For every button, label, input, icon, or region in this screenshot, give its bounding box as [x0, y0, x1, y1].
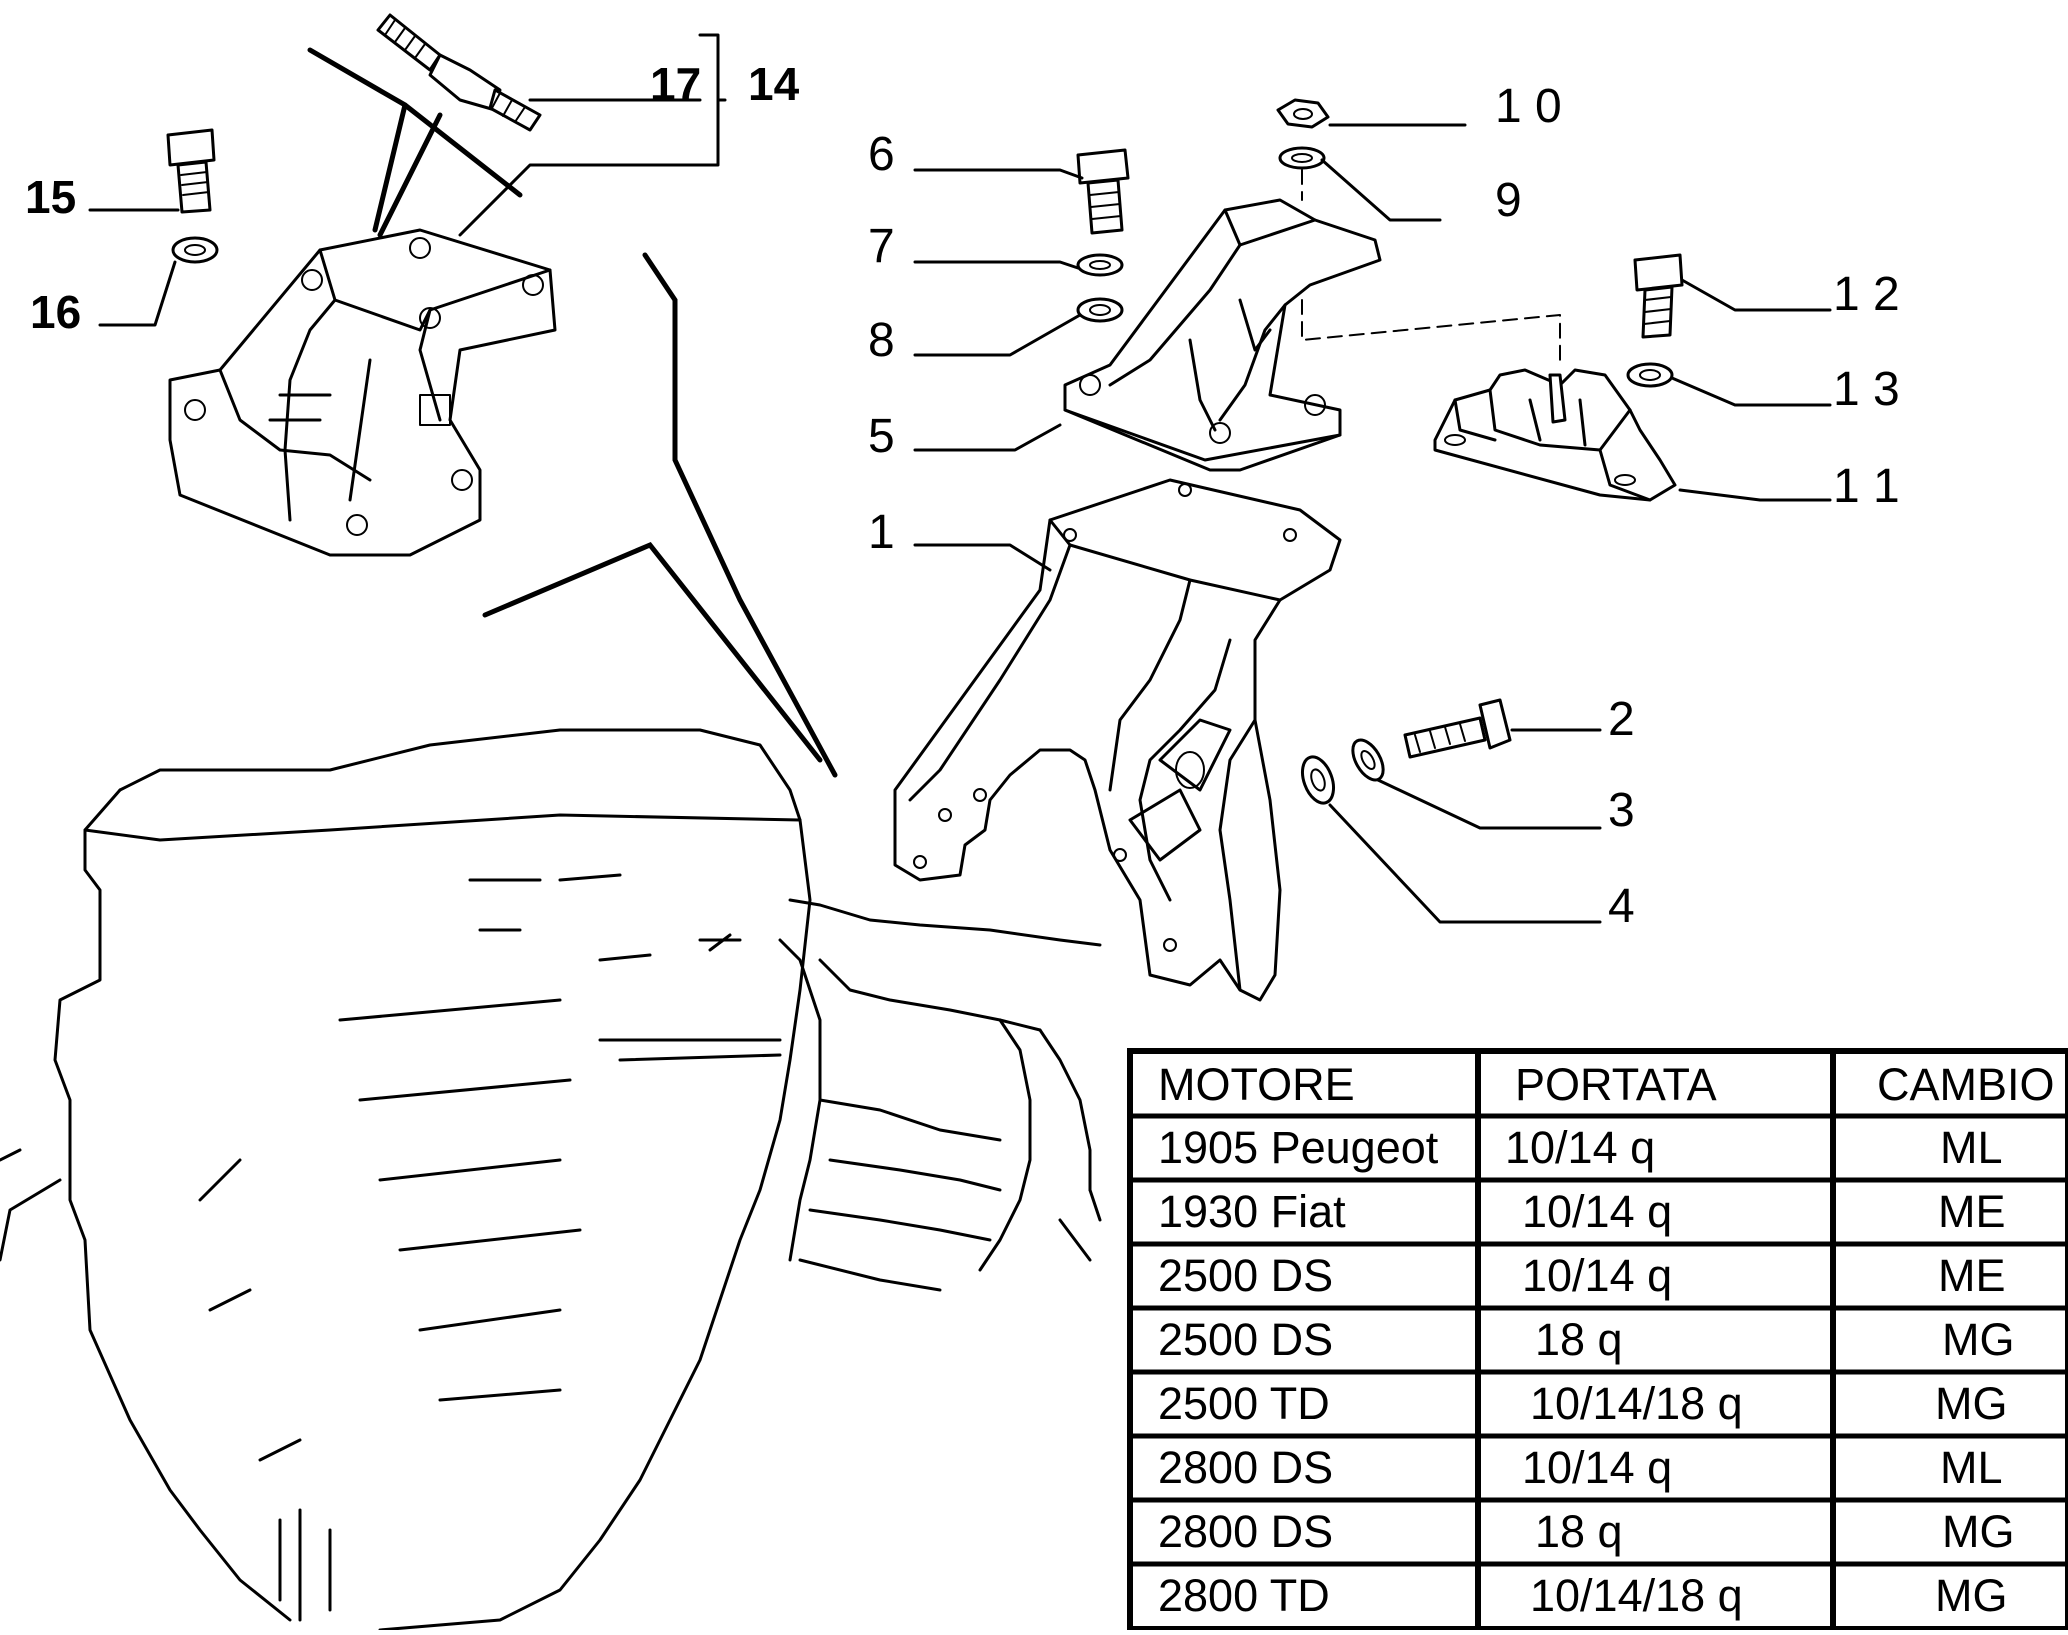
row-5-portata: 10/14/18 q: [1530, 1378, 1743, 1429]
callout-11: 1 1: [1833, 460, 1900, 513]
callout-12: 1 2: [1833, 268, 1900, 321]
callout-5: 5: [868, 410, 895, 463]
row-4-cambio: MG: [1942, 1314, 2015, 1365]
lock-washer-13: [1626, 362, 1674, 388]
bolt-12: [1633, 253, 1684, 339]
row-6-motore: 2800 DS: [1158, 1442, 1333, 1493]
callout-14: 14: [748, 58, 800, 110]
row-7-portata: 18 q: [1535, 1506, 1623, 1557]
lock-washer-16: [171, 236, 219, 264]
header-motore: MOTORE: [1158, 1059, 1355, 1110]
row-3-portata: 10/14 q: [1522, 1250, 1672, 1301]
stud-17: [376, 13, 542, 132]
row-6-cambio: ML: [1940, 1442, 2003, 1493]
washer-9: [1278, 146, 1326, 170]
row-8-cambio: MG: [1935, 1570, 2008, 1621]
row-7-cambio: MG: [1942, 1506, 2015, 1557]
lock-washer-3: [1351, 738, 1385, 782]
row-1-cambio: ML: [1940, 1122, 2003, 1173]
row-4-portata: 18 q: [1535, 1314, 1623, 1365]
callout-1: 1: [868, 506, 895, 559]
bolt-15: [166, 128, 216, 214]
callout-8: 8: [868, 314, 895, 367]
callout-9: 9: [1495, 174, 1522, 227]
callout-17: 17: [650, 58, 701, 110]
callout-16: 16: [30, 286, 81, 338]
row-1-portata: 10/14 q: [1505, 1122, 1655, 1173]
callout-6: 6: [868, 128, 895, 181]
callout-4: 4: [1608, 880, 1635, 933]
callout-3: 3: [1608, 784, 1635, 837]
upper-bracket-5: [1063, 198, 1382, 472]
row-5-motore: 2500 TD: [1158, 1378, 1330, 1429]
callout-10: 1 0: [1495, 80, 1562, 133]
nut-10: [1276, 98, 1330, 129]
callout-leaders: [88, 33, 1832, 924]
bolt-2: [1403, 698, 1512, 759]
row-2-motore: 1930 Fiat: [1158, 1186, 1346, 1237]
callout-13: 1 3: [1833, 363, 1900, 416]
bolt-6: [1076, 148, 1130, 235]
callout-15: 15: [25, 171, 76, 223]
rubber-mount-11: [1433, 368, 1677, 502]
assembly-leader-lines: [307, 47, 838, 778]
application-table: MOTORE PORTATA CAMBIO 1905 Peugeot 10/14…: [1127, 1048, 2068, 1632]
header-portata: PORTATA: [1515, 1059, 1717, 1110]
row-2-portata: 10/14 q: [1522, 1186, 1672, 1237]
lock-washer-7: [1076, 253, 1124, 277]
row-8-portata: 10/14/18 q: [1530, 1570, 1743, 1621]
lower-bracket-1: [893, 478, 1342, 1002]
row-7-motore: 2800 DS: [1158, 1506, 1333, 1557]
row-6-portata: 10/14 q: [1522, 1442, 1672, 1493]
row-4-motore: 2500 DS: [1158, 1314, 1333, 1365]
left-mount-bracket: [168, 228, 557, 557]
flat-washer-8: [1076, 297, 1124, 323]
callout-numbers: 1 2 3 4 5 6 7 8 9 1 0 1 1 1 2 1 3 14 15 …: [25, 58, 1900, 933]
row-2-cambio: ME: [1938, 1186, 2006, 1237]
row-3-motore: 2500 DS: [1158, 1250, 1333, 1301]
row-8-motore: 2800 TD: [1158, 1570, 1330, 1621]
row-1-motore: 1905 Peugeot: [1158, 1122, 1439, 1173]
row-5-cambio: MG: [1935, 1378, 2008, 1429]
callout-7: 7: [868, 220, 895, 273]
header-cambio: CAMBIO: [1877, 1059, 2055, 1110]
flat-washer-4: [1300, 755, 1336, 805]
row-3-cambio: ME: [1938, 1250, 2006, 1301]
callout-2: 2: [1608, 693, 1635, 746]
engine-gearbox-illustration: [0, 728, 1102, 1632]
